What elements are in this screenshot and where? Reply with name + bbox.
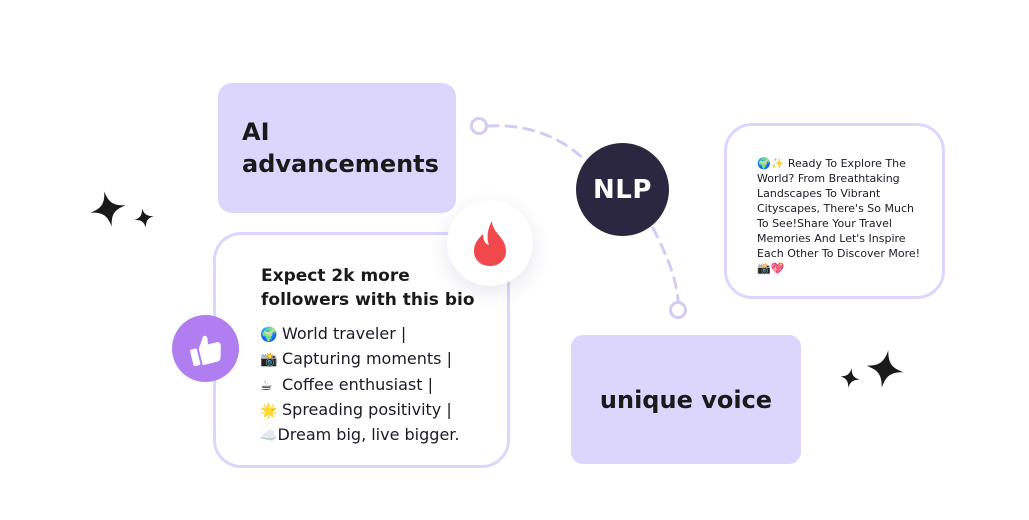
sparkle-icon-small [134, 208, 154, 228]
camera-icon: 📸 [260, 352, 278, 369]
thumbs-up-badge [172, 315, 239, 382]
bio-line: 🌍World traveler | [260, 322, 459, 347]
bio-card: Expect 2k more followers with this bio 🌍… [213, 232, 510, 468]
flame-icon [474, 221, 506, 266]
bio-line-text: Capturing moments | [282, 349, 452, 369]
sparkle-icon [866, 350, 904, 388]
globe-icon: 🌍 [260, 327, 278, 343]
ai-advancements-card: AI advancements [218, 83, 456, 213]
coffee-icon: ☕ [260, 377, 273, 394]
star-icon: 🌟 [260, 402, 278, 419]
cloud-icon: ☁️ [260, 428, 278, 445]
sparkle-icon-small [840, 368, 860, 388]
nlp-label: NLP [593, 174, 652, 205]
thumbs-up-icon [189, 335, 221, 366]
bio-line-text: Spreading positivity | [282, 399, 452, 419]
bio-line-text: Dream big, live bigger. [277, 425, 460, 445]
bio-line: ☁️Dream big, live bigger. [260, 423, 459, 448]
connector-node-start [470, 117, 488, 135]
bio-line-text: Coffee enthusiast | [282, 374, 433, 394]
connector-node-end [669, 301, 687, 319]
bio-line: 📸Capturing moments | [260, 347, 459, 372]
flame-badge [447, 200, 533, 286]
unique-voice-card: unique voice [571, 335, 801, 464]
caption-text: 🌍✨ Ready To Explore The World? From Brea… [757, 157, 921, 275]
bio-line: ☕ Coffee enthusiast | [260, 373, 459, 398]
ai-advancements-label: AI advancements [242, 118, 439, 178]
bio-line-text: World traveler | [282, 324, 407, 343]
bio-lines: 🌍World traveler | 📸Capturing moments | ☕… [260, 322, 459, 448]
caption-card: 🌍✨ Ready To Explore The World? From Brea… [724, 123, 945, 299]
bio-title: Expect 2k more followers with this bio [261, 266, 475, 310]
nlp-badge: NLP [576, 143, 669, 236]
sparkle-icon [90, 191, 126, 227]
unique-voice-label: unique voice [599, 385, 773, 414]
bio-line: 🌟Spreading positivity | [260, 398, 459, 423]
